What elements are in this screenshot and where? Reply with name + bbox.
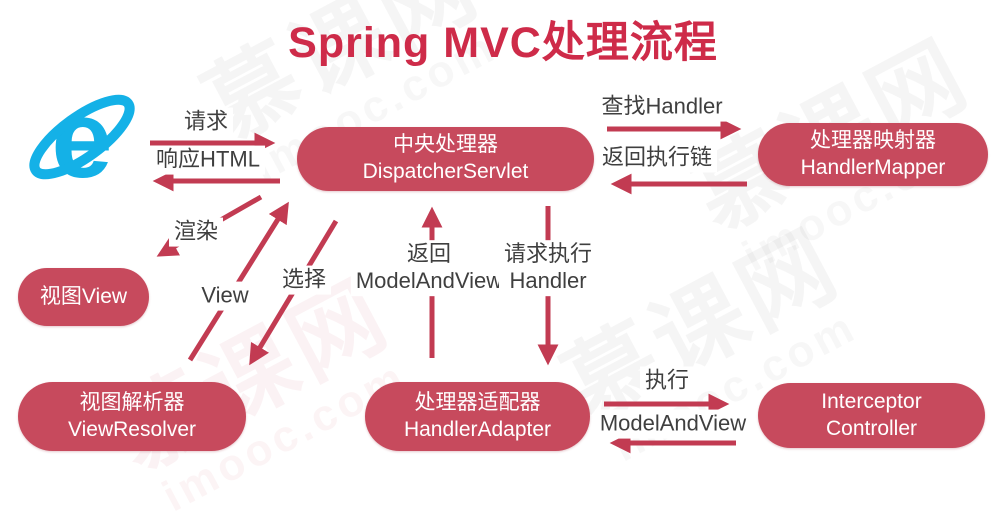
response-html-label: 响应HTML [151, 145, 265, 175]
node-label-en: HandlerMapper [800, 155, 946, 179]
node-label-en: DispatcherServlet [362, 160, 529, 183]
node-label-cn: 视图解析器 [79, 390, 185, 414]
execute-label: 执行 [639, 366, 695, 396]
request-label: 请求 [178, 107, 234, 137]
request-exec-line1: 请求执行 [503, 241, 593, 267]
node-label-en: HandlerAdapter [403, 417, 552, 441]
find-handler-label: 查找Handler [596, 92, 728, 122]
request-exec-handler-label: 请求执行 Handler [498, 240, 598, 296]
modelandview-label: ModelAndView [594, 409, 752, 439]
return-exec-chain-label: 返回执行链 [596, 143, 718, 173]
node-handler-adapter: 处理器适配器 HandlerAdapter [365, 382, 590, 451]
return-modelandview-label: 返回 ModelAndView [350, 240, 508, 296]
node-interceptor-controller: Interceptor Controller [758, 383, 985, 448]
node-label-cn: 中央处理器 [393, 133, 498, 157]
view-label: View [196, 281, 254, 311]
return-modelandview-line2: ModelAndView [355, 268, 503, 293]
node-label-cn: 处理器适配器 [414, 390, 541, 414]
node-label-en: Interceptor [821, 389, 922, 413]
node-view: 视图View [18, 268, 149, 326]
node-view-resolver: 视图解析器 ViewResolver [18, 382, 246, 451]
render-label: 渲染 [168, 217, 224, 247]
select-label: 选择 [276, 265, 332, 295]
node-dispatcher-servlet: 中央处理器 DispatcherServlet [297, 127, 594, 191]
return-modelandview-line1: 返回 [406, 241, 452, 267]
request-exec-line2: Handler [509, 268, 587, 293]
node-label-cn: 处理器映射器 [810, 128, 936, 152]
node-label-cn: 视图View [39, 284, 128, 308]
ie-browser-icon: e [29, 78, 135, 201]
node-handler-mapper: 处理器映射器 HandlerMapper [758, 123, 988, 186]
diagram-canvas: 慕课网 imooc.com 慕课网 imooc.com 慕课网 imooc.co… [18, 19, 988, 522]
node-label-en: Controller [825, 416, 918, 440]
node-label-en: ViewResolver [68, 417, 196, 441]
page-title: Spring MVC处理流程 [288, 19, 718, 67]
internet-explorer-logo: e [22, 78, 142, 201]
